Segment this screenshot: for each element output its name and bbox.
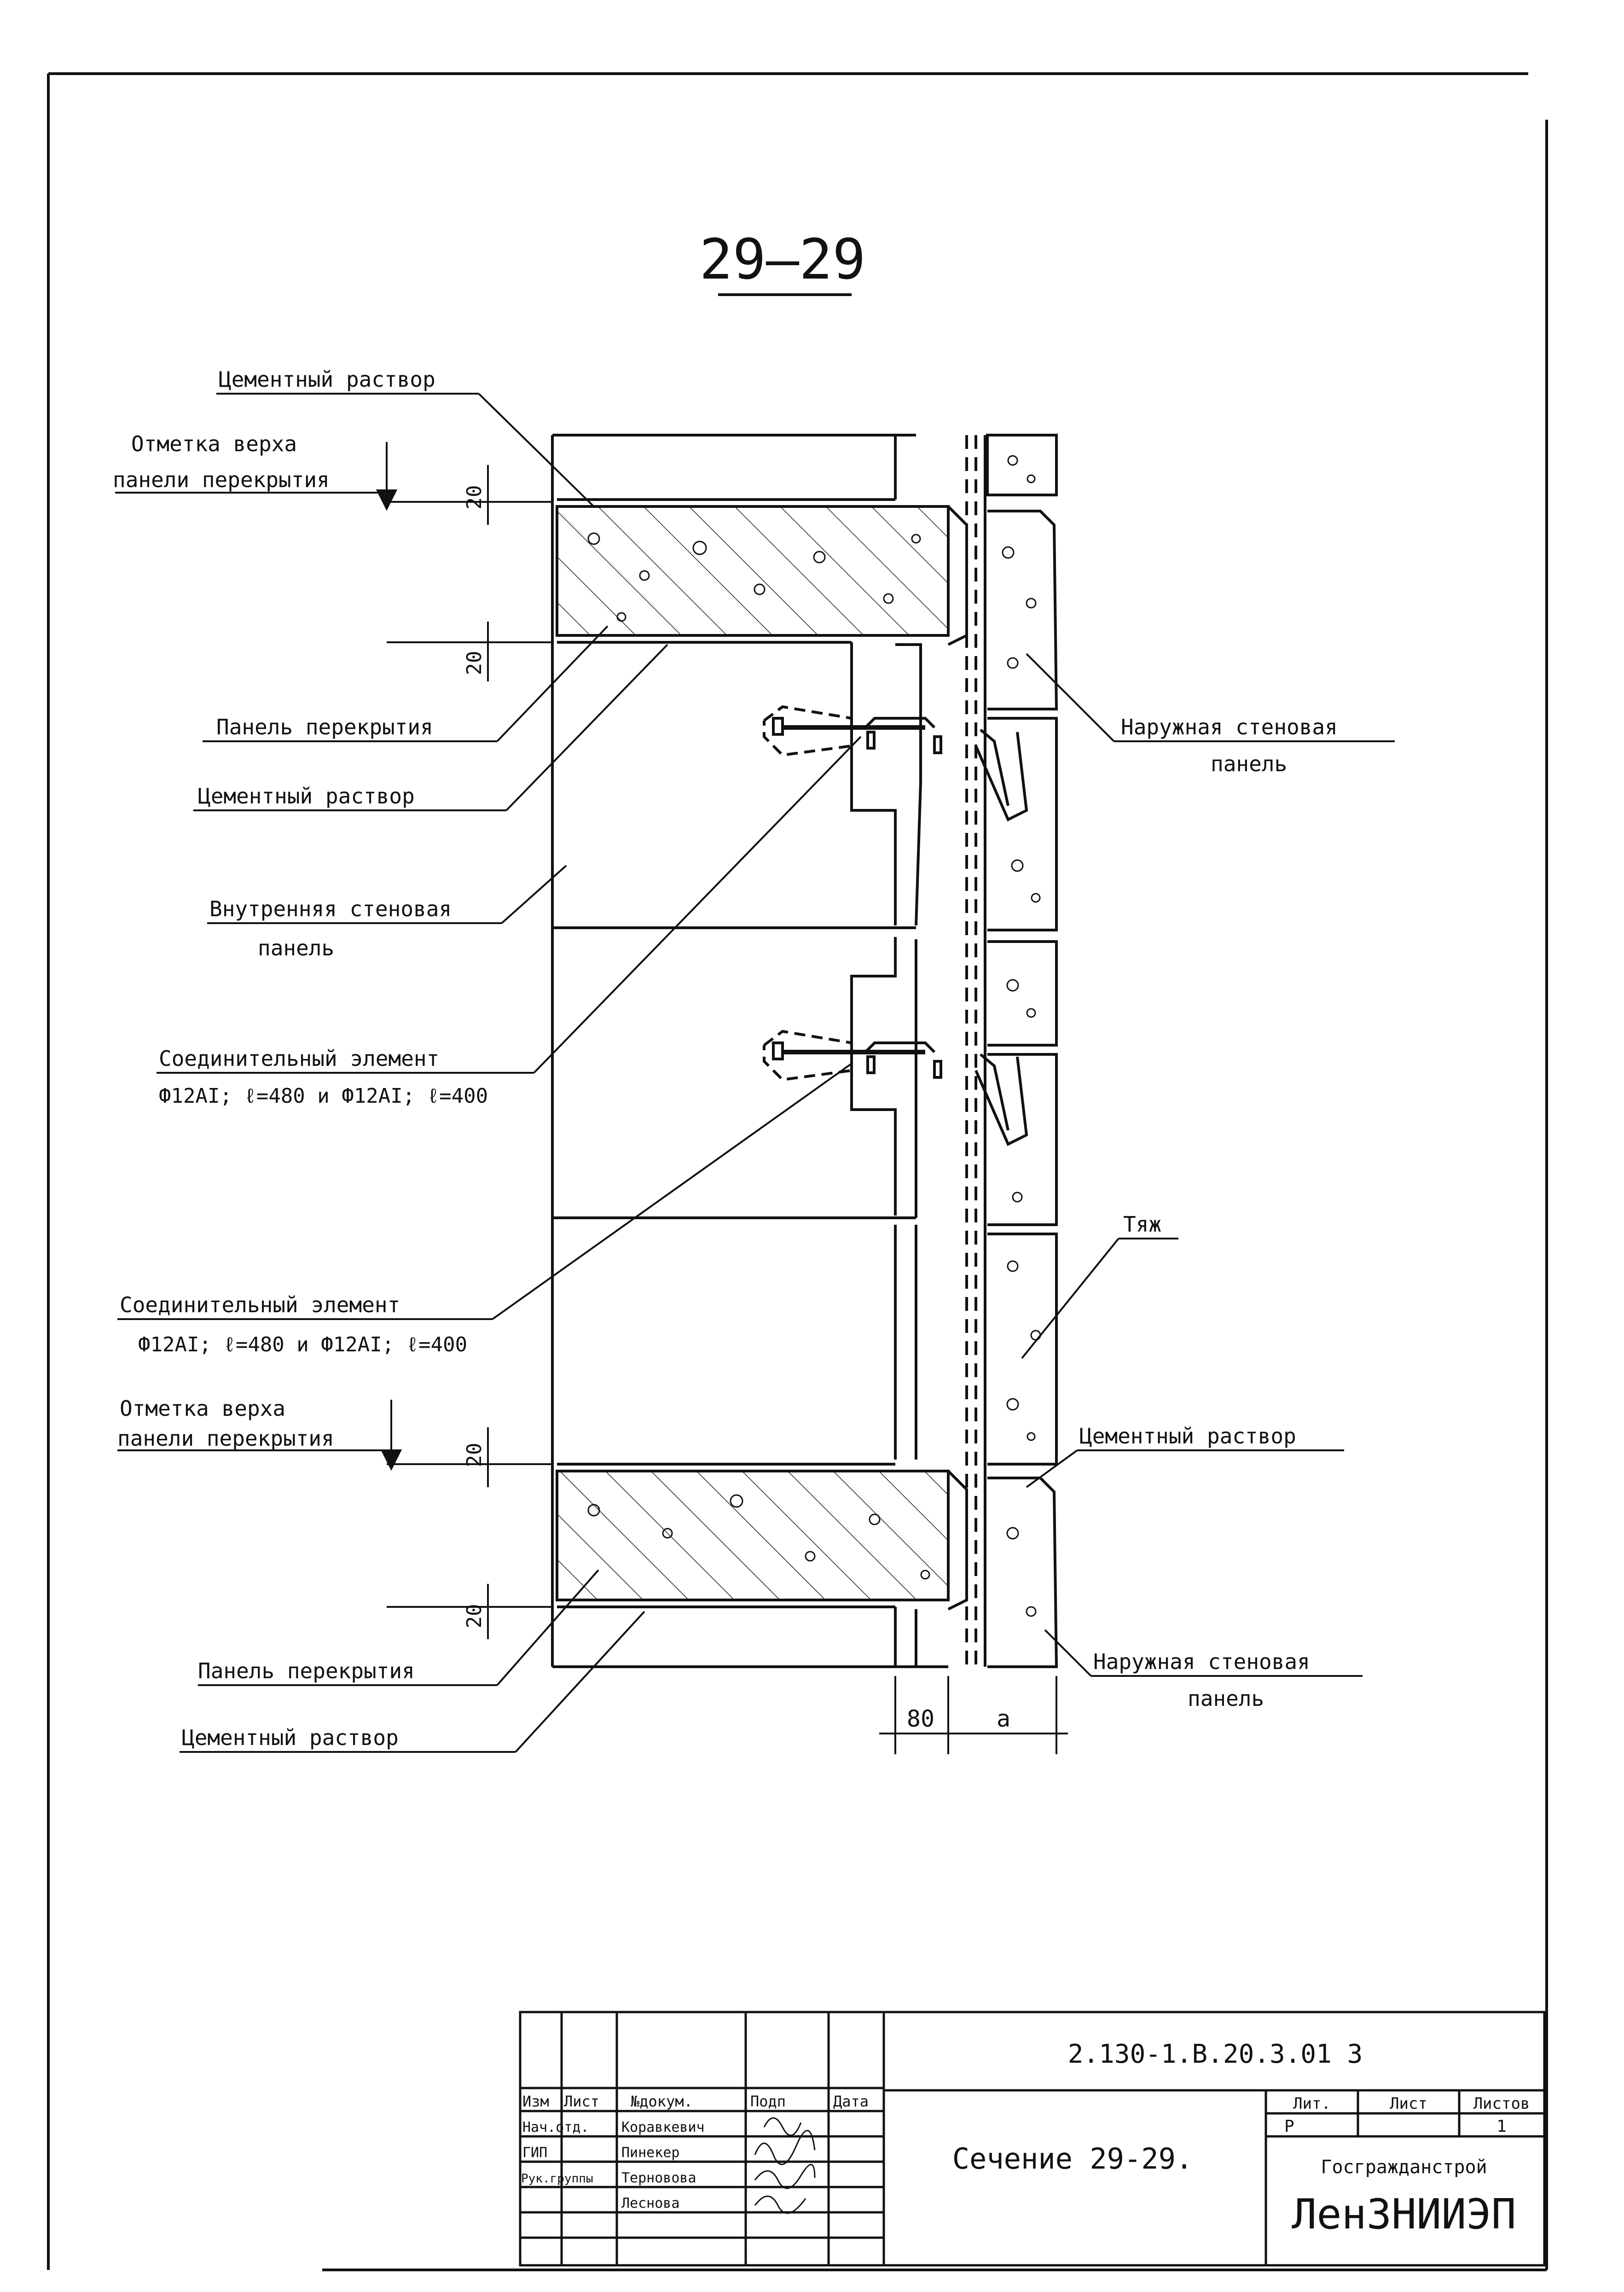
tb-name-3: Терновова (621, 2170, 696, 2186)
label-cement-top: Цементный раствор (219, 367, 435, 392)
label-outer-wall-bot-1: Наружная стеновая (1093, 1649, 1310, 1674)
label-outer-wall-top-2: панель (1211, 751, 1287, 776)
tb-name-4: Леснова (621, 2195, 679, 2211)
tb-stage-header: Лит. (1293, 2094, 1331, 2113)
connector-element-2 (763, 1030, 1028, 1146)
tb-role-3: Рук.группы (521, 2172, 593, 2186)
tb-h-doc: №докум. (631, 2093, 693, 2110)
label-mark-bot-2: панели перекрытия (117, 1426, 334, 1451)
title-block (519, 2011, 1546, 2267)
label-connector1-1: Соединительный элемент (159, 1046, 439, 1071)
tb-h-sign: Подп (750, 2093, 786, 2110)
tb-sheet-header: Лист (1390, 2094, 1427, 2113)
tb-name-1: Коравкевич (621, 2119, 705, 2135)
label-connector2-1: Соединительный элемент (120, 1292, 400, 1317)
dim-80: 80 (907, 1705, 934, 1732)
label-cement-bot: Цементный раствор (182, 1725, 399, 1750)
tb-org-2: ЛенЗНИИЭП (1292, 2190, 1516, 2239)
label-cement-right: Цементный раствор (1079, 1424, 1296, 1448)
tb-sheet-title: Сечение 29-29. (952, 2142, 1193, 2176)
concrete-aggregate (587, 455, 1041, 1617)
connector-element-1 (763, 705, 1028, 822)
svg-text:29–29: 29–29 (699, 228, 865, 292)
leader-lines (115, 393, 1395, 1753)
tb-role-2: ГИП (522, 2145, 547, 2161)
tb-h-izm: Изм (522, 2093, 549, 2110)
label-slab-bot: Панель перекрытия (198, 1658, 415, 1683)
label-mark-top-2: панели перекрытия (113, 467, 330, 492)
dim-20-a: 20 (463, 485, 486, 510)
label-outer-wall-bot-2: панель (1188, 1686, 1264, 1711)
label-inner-wall-1: Внутренняя стеновая (209, 896, 452, 921)
level-marks (376, 442, 402, 1471)
tb-h-list: Лист (564, 2093, 599, 2110)
label-tie: Тяж (1123, 1212, 1161, 1237)
dim-20-b: 20 (463, 651, 486, 675)
floor-slab-top (556, 505, 950, 637)
tb-stage: Р (1284, 2117, 1294, 2136)
label-connector2-2: Ф12АI; ℓ=480 и Ф12АI; ℓ=400 (138, 1333, 467, 1356)
dim-a: а (997, 1705, 1010, 1732)
dim-20-d: 20 (463, 1604, 486, 1629)
label-mark-bot-1: Отметка верха (120, 1396, 285, 1421)
section-title: 29–29 (699, 228, 866, 296)
label-mark-top-1: Отметка верха (131, 431, 297, 456)
label-slab-top: Панель перекрытия (216, 715, 433, 739)
floor-slab-bottom (556, 1470, 950, 1601)
tb-h-date: Дата (833, 2093, 869, 2110)
tb-name-2: Пинекер (621, 2145, 679, 2161)
sheet-frame (47, 72, 1548, 2271)
label-inner-wall-2: панель (258, 936, 334, 960)
tb-role-1: Нач.отд. (522, 2119, 589, 2135)
label-outer-wall-top-1: Наружная стеновая (1121, 715, 1338, 739)
tb-code: 2.130-1.В.20.3.01 3 (1068, 2039, 1363, 2069)
label-connector1-2: Ф12АI; ℓ=480 и Ф12АI; ℓ=400 (159, 1084, 488, 1108)
callout-labels: Цементный раствор Отметка верха панели п… (113, 367, 1338, 1750)
dim-20-c: 20 (463, 1443, 486, 1467)
tb-sheets-header: Листов (1473, 2094, 1530, 2113)
tb-org-1: Госгражданстрой (1321, 2157, 1487, 2178)
tb-sheets: 1 (1496, 2117, 1507, 2136)
outer-wall-top (986, 434, 1058, 496)
construction-section (551, 434, 1058, 1668)
label-cement-top2: Цементный раствор (198, 784, 415, 809)
signatures (754, 2117, 816, 2214)
dimension-marks (387, 465, 1068, 1754)
